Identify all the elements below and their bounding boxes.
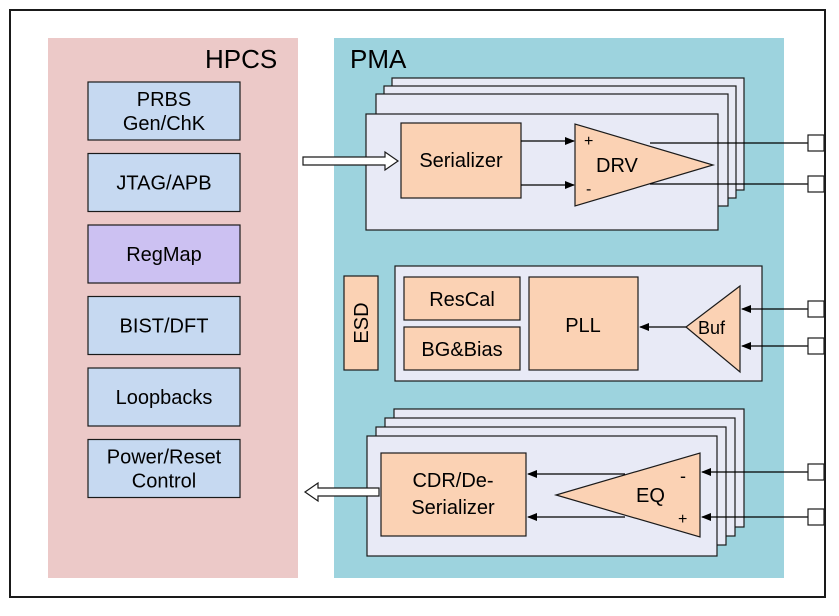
cdr-label-line2: Serializer — [411, 497, 495, 519]
serializer-block — [400, 122, 522, 199]
hpcs-block-box — [87, 81, 241, 141]
hpcs-block-box — [87, 152, 241, 213]
driver-minus-sign: - — [586, 181, 591, 198]
hpcs-block-box — [87, 295, 241, 356]
driver-label: DRV — [596, 155, 639, 177]
equalizer-plus-sign: + — [678, 511, 687, 528]
pma-title: PMA — [350, 44, 407, 74]
bgbias-label: BG&Bias — [421, 339, 502, 361]
cdr-to-hpcs-arrow — [303, 481, 380, 503]
driver-amplifier — [574, 123, 716, 207]
hpcs-block: JTAG/APB — [87, 152, 241, 213]
pin-rx-pos — [807, 508, 825, 526]
pin-rx-neg — [807, 463, 825, 481]
equalizer-minus-sign: - — [680, 466, 686, 486]
driver-plus-sign: + — [584, 133, 593, 150]
hpcs-block-box — [87, 224, 241, 284]
pin-clk-neg — [807, 337, 825, 355]
equalizer-label: EQ — [636, 485, 665, 507]
pin-tx-neg — [807, 175, 825, 193]
hpcs-block-label: JTAG/APB — [116, 173, 211, 195]
pin-tx-pos — [807, 134, 825, 152]
esd-label: ESD — [351, 302, 373, 343]
hpcs-block-label: Loopbacks — [116, 387, 213, 409]
pll-label: PLL — [565, 315, 601, 337]
hpcs-title: HPCS — [205, 44, 277, 74]
hpcs-block-label: Control — [132, 471, 196, 493]
hpcs-block-label: PRBS — [137, 89, 191, 111]
equalizer-amplifier — [553, 452, 701, 538]
hpcs-block-label: Gen/ChK — [123, 113, 206, 135]
hpcs-block: RegMap — [87, 224, 241, 284]
cdr-deserializer-block — [380, 452, 527, 537]
hpcs-to-serializer-arrow — [302, 150, 400, 172]
hpcs-block: BIST/DFT — [87, 295, 241, 356]
hpcs-block-label: BIST/DFT — [120, 316, 209, 338]
hpcs-block: Loopbacks — [87, 367, 241, 427]
pin-clk-pos — [807, 300, 825, 318]
buffer-amplifier — [685, 284, 741, 374]
rescal-block — [403, 276, 521, 321]
serializer-label: Serializer — [419, 150, 503, 172]
buffer-label: Buf — [698, 318, 726, 338]
hpcs-block-label: RegMap — [126, 244, 202, 266]
hpcs-block-box — [87, 367, 241, 427]
rescal-label: ResCal — [429, 289, 495, 311]
esd-block — [343, 275, 379, 371]
pll-block — [528, 276, 639, 371]
hpcs-block-label: Power/Reset — [107, 447, 222, 469]
hpcs-block-box — [87, 438, 241, 499]
cdr-label-line1: CDR/De- — [412, 470, 493, 492]
bgbias-block — [403, 326, 521, 371]
pin-list — [807, 134, 825, 526]
